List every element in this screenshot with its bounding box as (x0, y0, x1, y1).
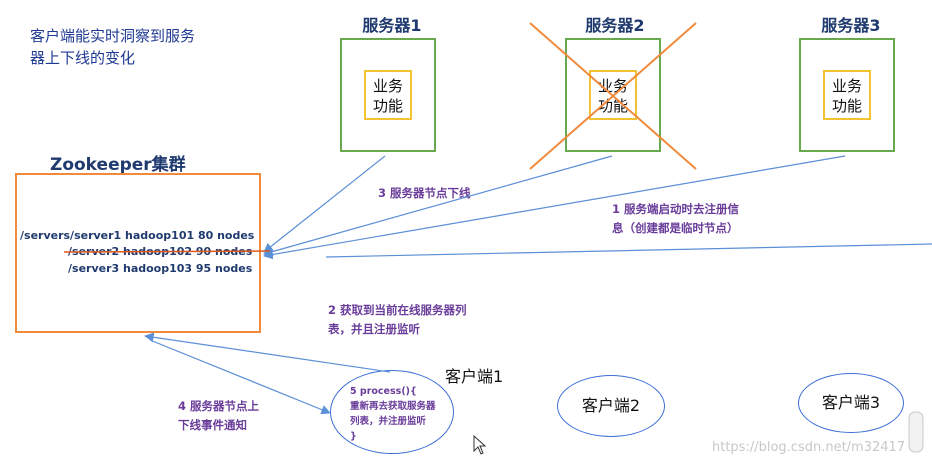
step4-line-1: 4 服务器节点上 (178, 399, 260, 413)
step1-line-2: 息（创建都是临时节点） (612, 221, 739, 235)
code-line-2: 重新再去获取服务器 (350, 401, 436, 412)
zookeeper-title: Zookeeper集群 (50, 155, 186, 175)
code-line-1: 5 process(){ (350, 386, 417, 397)
step2-line-2: 表，并且注册监听 (328, 322, 420, 336)
biz-line-2: 功能 (372, 97, 403, 115)
server3-box: 业务 功能 (799, 38, 895, 152)
step1-text: 1 服务端启动时去注册信 息（创建都是临时节点） (612, 200, 739, 238)
client2-label: 客户端2 (581, 396, 641, 415)
server1-label: 服务器1 (362, 16, 422, 35)
step2-text: 2 获取到当前在线服务器列 表，并且注册监听 (328, 301, 467, 339)
zookeeper-cluster-box (15, 173, 261, 333)
zk-node-server3: /server3 hadoop103 95 nodes (68, 262, 253, 275)
server3-business-function: 业务 功能 (823, 70, 871, 120)
server2-label: 服务器2 (585, 16, 645, 35)
arrow-server1-to-zk (263, 155, 386, 253)
client3-ellipse: 客户端3 (798, 373, 904, 433)
offline-cross-stroke-2 (529, 22, 697, 170)
step3-text: 3 服务器节点下线 (378, 186, 471, 200)
code-line-4: } (350, 431, 357, 442)
line-clients-to-zk (325, 243, 932, 258)
step2-line-1: 2 获取到当前在线服务器列 (328, 303, 467, 317)
biz-line-1: 业务 (831, 77, 862, 95)
zk-node-server1: /servers/server1 hadoop101 80 nodes (20, 229, 255, 242)
client1-process-code: 5 process(){ 重新再去获取服务器 列表，并注册监听 } (350, 384, 436, 444)
arrow-zk-to-client1 (149, 339, 331, 415)
description-line-1: 客户端能实时洞察到服务 (30, 27, 196, 45)
step4-text: 4 服务器节点上 下线事件通知 (178, 397, 259, 435)
step4-line-2: 下线事件通知 (178, 418, 247, 432)
server1-business-function: 业务 功能 (364, 70, 412, 120)
arrow-client1-to-zk (144, 332, 391, 373)
arrow-server3-to-zk (263, 155, 846, 260)
step1-line-1: 1 服务端启动时去注册信 (612, 202, 740, 216)
client1-label: 客户端1 (445, 367, 504, 386)
arrow-server2-to-zk (263, 155, 613, 257)
client3-label: 客户端3 (821, 393, 881, 412)
watermark: https://blog.csdn.net/m32417 (712, 440, 906, 455)
server3-label: 服务器3 (821, 16, 881, 35)
server2-strikethrough (63, 250, 271, 253)
description-note: 客户端能实时洞察到服务 器上下线的变化 (30, 25, 230, 69)
scroll-handle-icon[interactable] (908, 411, 924, 453)
client2-ellipse: 客户端2 (557, 375, 665, 437)
biz-line-2: 功能 (831, 97, 862, 115)
biz-line-1: 业务 (372, 77, 403, 95)
code-line-3: 列表，并注册监听 (350, 416, 427, 427)
mouse-cursor-icon (473, 434, 487, 455)
server1-box: 业务 功能 (340, 38, 436, 152)
description-line-2: 器上下线的变化 (30, 49, 136, 67)
